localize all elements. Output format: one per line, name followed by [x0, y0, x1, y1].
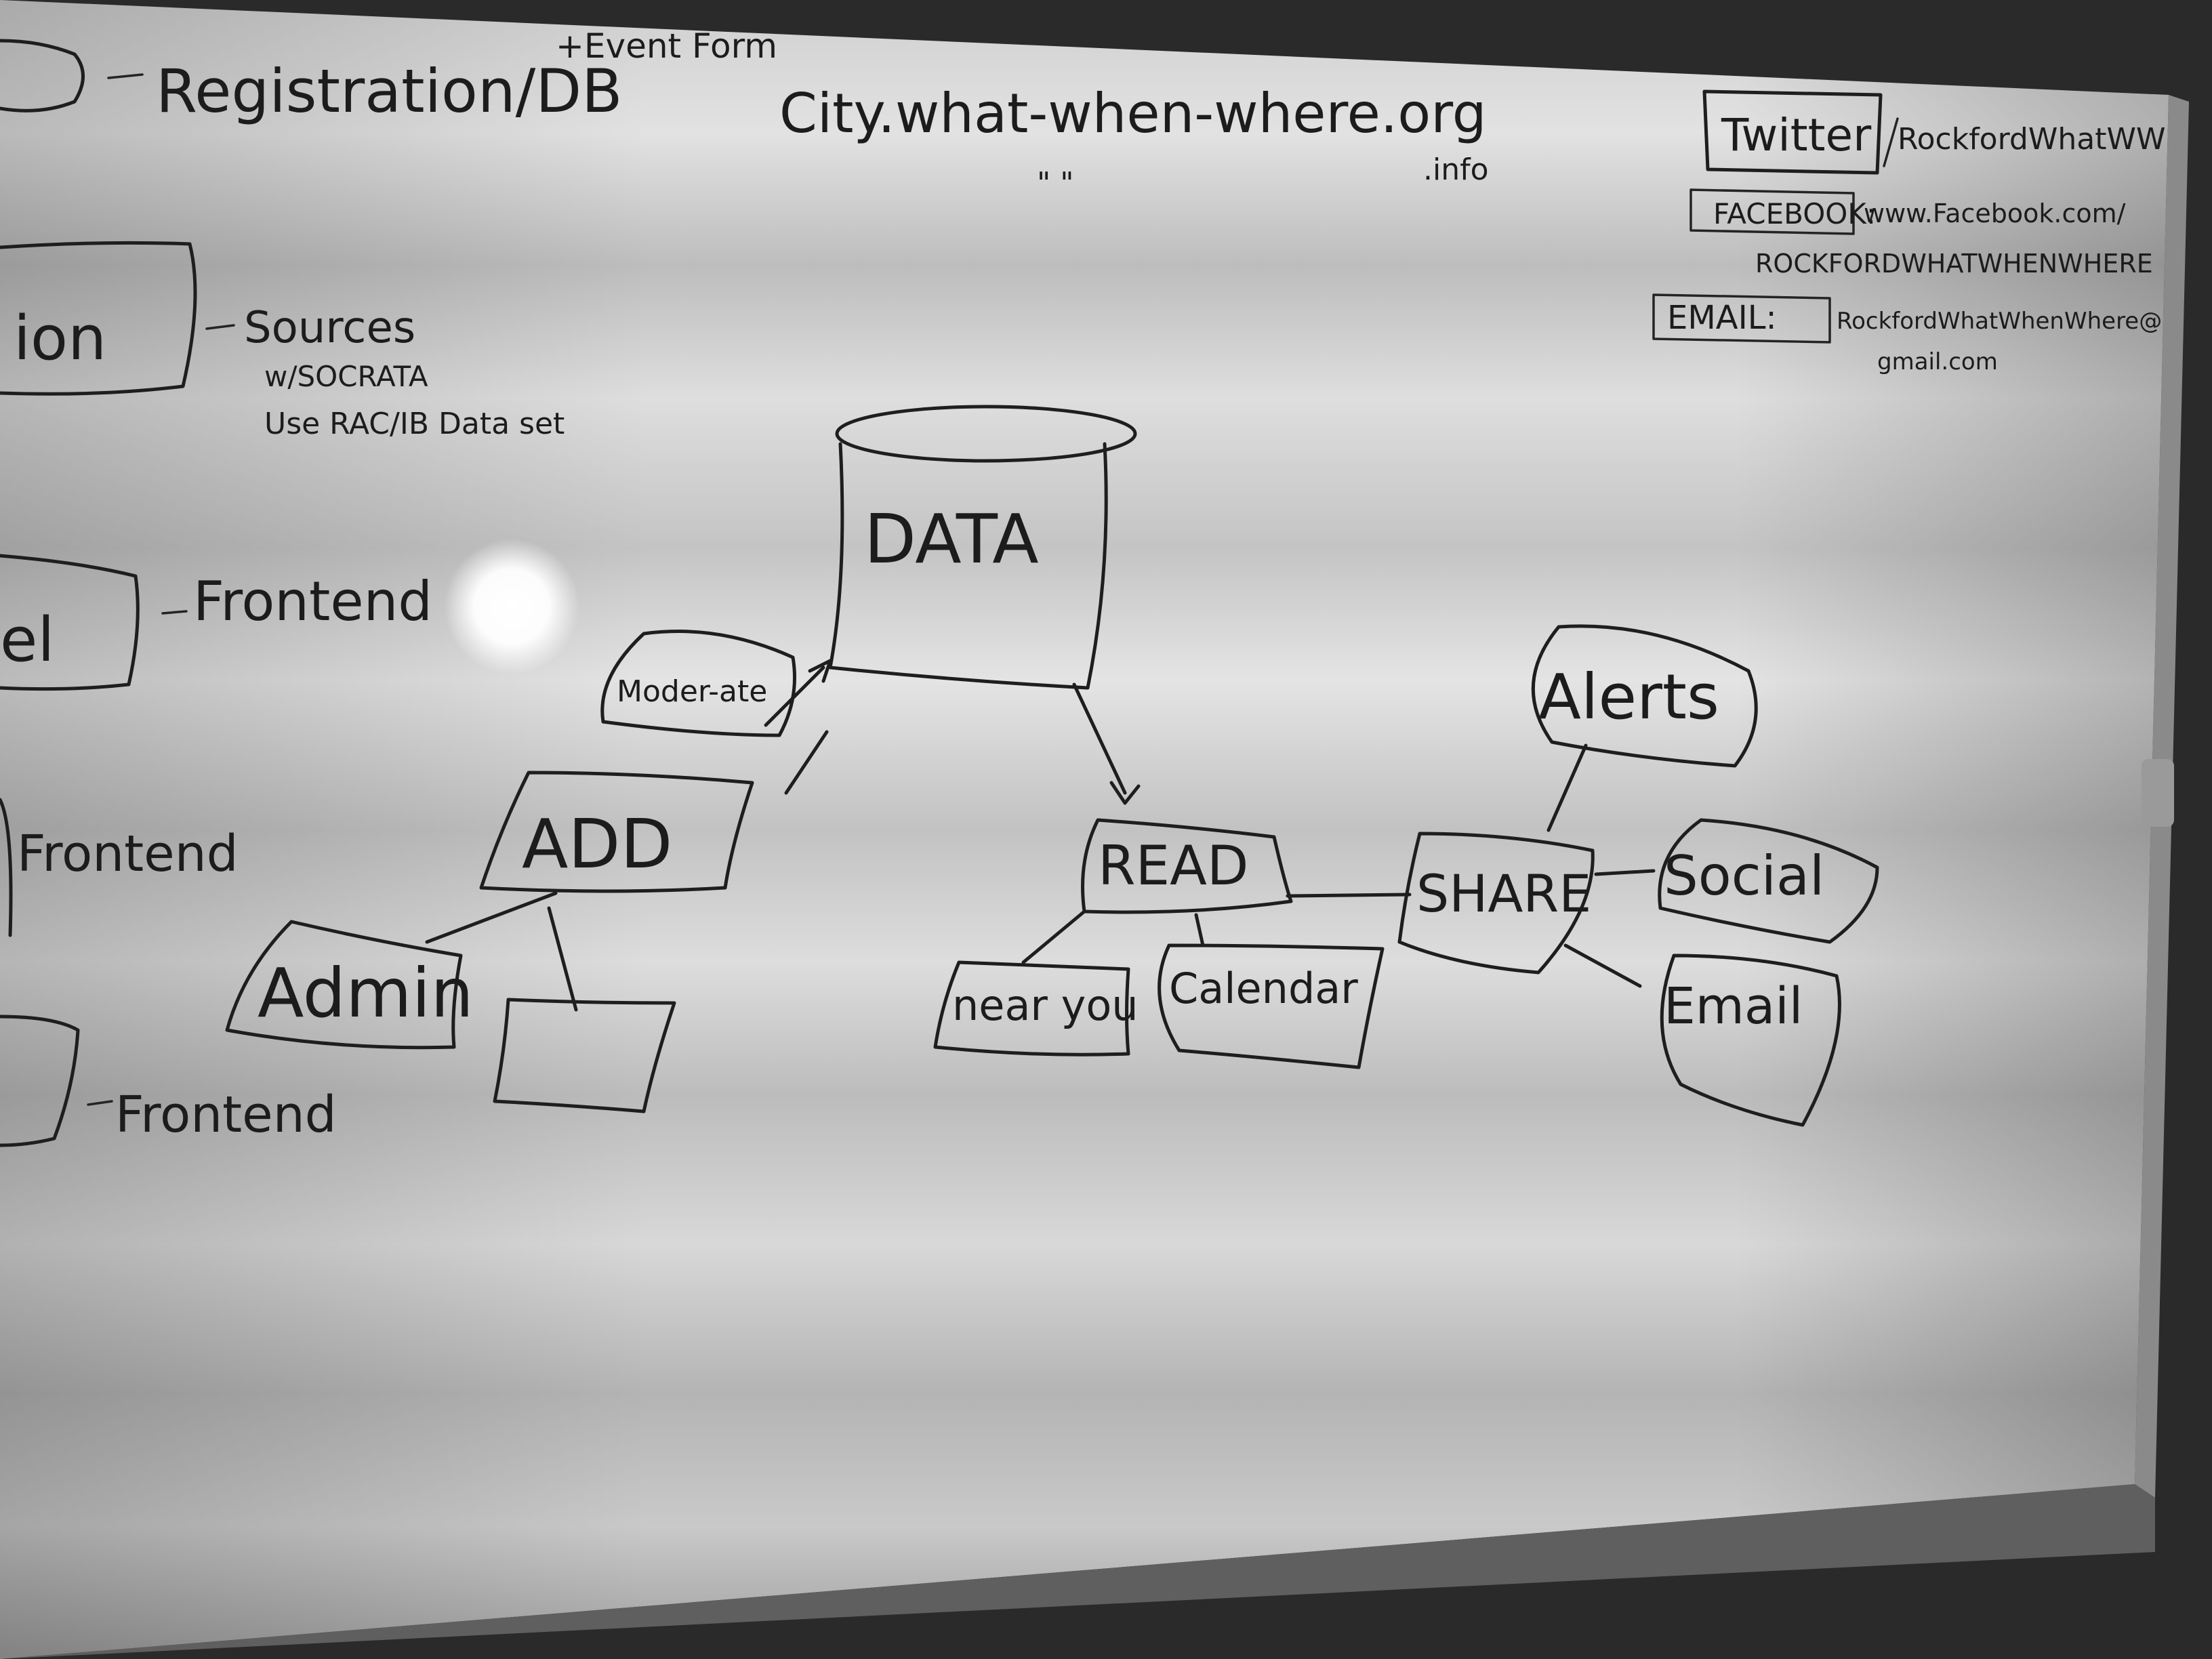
ditto-text: " " — [1037, 166, 1073, 201]
connector-add-to-moderate — [784, 730, 829, 795]
partial-box-3 — [0, 798, 13, 937]
partial-box-top-left — [0, 39, 85, 112]
twitter-box — [1702, 89, 1883, 175]
facebook-box — [1689, 188, 1855, 235]
social-node: Social — [1658, 818, 1879, 944]
moderate-node: Moder-ate — [600, 630, 796, 737]
share-box — [1397, 832, 1595, 975]
connector-data-to-read — [1072, 682, 1127, 795]
read-label: READ — [1098, 834, 1248, 897]
dash — [205, 324, 235, 330]
dash — [107, 73, 144, 79]
dash — [87, 1100, 113, 1106]
frontend-text-3: Frontend — [115, 1086, 337, 1144]
socrata-text: w/SOCRATA — [264, 360, 428, 393]
moderate-label: Moder-ate — [617, 674, 767, 709]
frame-clip — [2142, 759, 2174, 827]
registration-text: Registration/DB — [156, 56, 622, 126]
alerts-node: Alerts — [1531, 624, 1758, 768]
partial-box-2 — [0, 554, 140, 691]
admin-label: Admin — [258, 954, 474, 1033]
near-you-label: near you — [952, 981, 1139, 1030]
connector-add-to-admin — [425, 891, 558, 944]
event-form-text: +Event Form — [556, 26, 777, 66]
frontend-text-1: Frontend — [193, 570, 432, 633]
near-you-node: near you — [933, 960, 1139, 1057]
email-label: EMAIL: — [1667, 299, 1777, 337]
admin-node: Admin — [225, 920, 474, 1050]
admin-box — [225, 920, 463, 1050]
alerts-box — [1531, 624, 1758, 768]
twitter-label: Twitter — [1721, 109, 1872, 161]
data-cylinder-top — [835, 405, 1137, 463]
social-label: Social — [1664, 844, 1824, 907]
email-value-2: gmail.com — [1877, 348, 1998, 375]
data-node: DATA — [828, 405, 1137, 690]
domain-text: City.what-when-where.org — [779, 82, 1486, 145]
flow-diagram: DATA Moder-ate ADD Admin READ — [225, 405, 1879, 1127]
box-label-2: el — [0, 605, 54, 676]
add-label: ADD — [522, 804, 672, 884]
calendar-box — [1158, 943, 1385, 1069]
facebook-value: www.Facebook.com/ — [1864, 199, 2126, 228]
add-box — [479, 771, 754, 893]
blank-node — [493, 998, 676, 1113]
read-node: READ — [1081, 818, 1293, 914]
partial-box-1 — [0, 241, 197, 396]
contact-info: Twitter RockfordWhatWW FACEBOOK: www.Fac… — [1652, 89, 2165, 375]
calendar-label: Calendar — [1169, 964, 1358, 1013]
email-box — [1660, 954, 1841, 1127]
email-node: Email — [1660, 954, 1841, 1127]
sources-text: Sources — [244, 303, 415, 353]
email-value: RockfordWhatWhenWhere@ — [1837, 308, 2162, 335]
divider — [1883, 117, 1899, 167]
whiteboard-frame-bottom — [0, 1484, 2155, 1659]
connector-share-to-alerts — [1547, 743, 1588, 832]
dash — [161, 610, 188, 615]
facebook-label: FACEBOOK: — [1713, 197, 1876, 230]
domain-alt-text: .info — [1423, 152, 1489, 187]
connector-read-to-nearyou — [1021, 909, 1086, 964]
left-notes: ion Sources w/SOCRATA Use RAC/IB Data se… — [0, 241, 565, 1147]
connector-read-to-calendar — [1194, 913, 1205, 947]
box-label-1: ion — [14, 303, 106, 374]
data-cylinder-body — [828, 442, 1108, 690]
calendar-node: Calendar — [1158, 943, 1385, 1069]
social-box — [1658, 818, 1879, 944]
light-glare — [444, 539, 579, 674]
twitter-value: RockfordWhatWW — [1898, 122, 2165, 157]
connector-add-to-box — [547, 906, 578, 1012]
arrowhead — [1109, 781, 1141, 805]
partial-box-4 — [0, 1015, 80, 1147]
data-label: DATA — [864, 499, 1039, 579]
email-box — [1652, 293, 1831, 344]
add-node: ADD — [479, 771, 754, 893]
connector-share-to-social — [1594, 869, 1656, 876]
top-left-notes: Registration/DB +Event Form City.what-wh… — [0, 26, 1489, 201]
share-label: SHARE — [1416, 863, 1591, 924]
email-node-label: Email — [1664, 977, 1803, 1036]
use-data-text: Use RAC/IB Data set — [264, 407, 565, 441]
alerts-label: Alerts — [1538, 661, 1719, 733]
share-node: SHARE — [1397, 832, 1595, 975]
read-box — [1081, 818, 1293, 914]
connector-share-to-email — [1563, 943, 1642, 988]
near-you-box — [933, 960, 1130, 1057]
connector-read-to-share — [1286, 893, 1412, 898]
blank-box — [493, 998, 676, 1113]
frontend-text-2: Frontend — [17, 825, 239, 883]
facebook-value-2: ROCKFORDWHATWHENWHERE — [1755, 249, 2153, 279]
moderate-box — [600, 630, 796, 737]
